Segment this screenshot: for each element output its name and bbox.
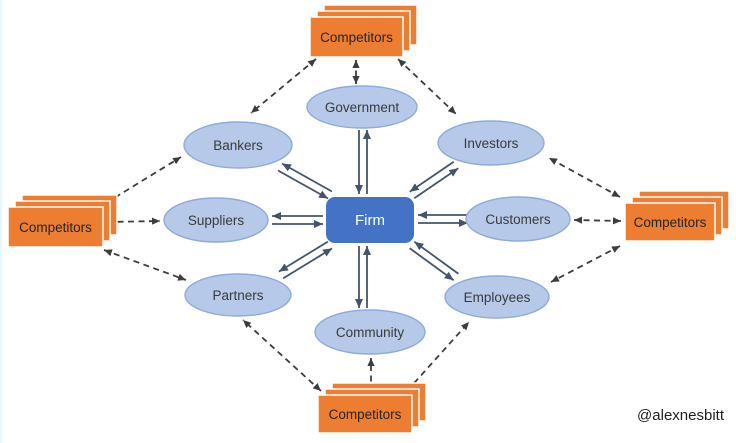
dashed-arrow-bottom-employees bbox=[406, 321, 470, 392]
competitors-top-stack-rect bbox=[309, 16, 404, 58]
community-ellipse bbox=[314, 309, 426, 355]
competitors-bottom-stack-rect bbox=[317, 394, 413, 434]
suppliers-label: Suppliers bbox=[188, 213, 245, 228]
employees-label: Employees bbox=[464, 290, 531, 305]
dashed-arrow-left-suppliers bbox=[106, 217, 161, 226]
competitors-right-stack-rect bbox=[624, 202, 716, 242]
dashed-arrow-left-bankers bbox=[105, 156, 182, 204]
competitors-bottom-label: Competitors bbox=[329, 407, 402, 422]
dashed-arrow-right-customers bbox=[573, 216, 622, 225]
competitors-right-label: Competitors bbox=[634, 215, 707, 230]
arrow-firm-to-employees bbox=[409, 247, 455, 281]
stakeholder-node-suppliers: Suppliers bbox=[163, 197, 269, 243]
customers-label: Customers bbox=[485, 212, 551, 227]
arrow-firm-to-bankers bbox=[281, 162, 333, 193]
competitors-left-stack-rect bbox=[7, 206, 104, 248]
competitors-node-left: Competitors bbox=[7, 194, 118, 248]
government-ellipse bbox=[306, 85, 418, 129]
stakeholder-node-government: Government bbox=[306, 85, 418, 129]
investors-label: Investors bbox=[464, 136, 519, 151]
firm-box bbox=[326, 197, 414, 243]
partners-ellipse bbox=[184, 273, 292, 317]
dashed-arrow-right-investors bbox=[548, 157, 621, 198]
bankers-label: Bankers bbox=[213, 138, 263, 153]
arrow-partners-to-firm bbox=[282, 247, 333, 280]
stakeholder-node-bankers: Bankers bbox=[183, 121, 293, 169]
dashed-arrow-right-employees bbox=[550, 245, 621, 283]
customers-ellipse bbox=[465, 196, 571, 242]
investors-ellipse bbox=[437, 120, 545, 166]
competitors-left-label: Competitors bbox=[19, 220, 92, 235]
dashed-arrow-bottom-partners bbox=[242, 319, 322, 392]
stakeholder-node-investors: Investors bbox=[437, 120, 545, 166]
arrow-firm-to-partners bbox=[278, 240, 329, 273]
arrow-firm-to-investors bbox=[413, 167, 459, 200]
watermark-handle: @alexnesbitt bbox=[637, 407, 725, 424]
firm-node: Firm bbox=[326, 197, 414, 243]
community-label: Community bbox=[336, 325, 405, 340]
stakeholder-node-community: Community bbox=[314, 309, 426, 355]
government-label: Government bbox=[325, 100, 400, 115]
competitors-node-right: Competitors bbox=[624, 190, 730, 242]
arrow-investors-to-firm bbox=[409, 160, 455, 193]
competitors-node-top: Competitors bbox=[309, 4, 418, 58]
arrow-employees-to-firm bbox=[413, 241, 459, 275]
bankers-ellipse bbox=[183, 121, 293, 169]
dashed-arrow-top-investors bbox=[397, 58, 457, 115]
stakeholder-node-employees: Employees bbox=[444, 275, 550, 319]
stakeholder-node-partners: Partners bbox=[184, 273, 292, 317]
competitors-top-label: Competitors bbox=[320, 30, 393, 45]
stakeholder-node-customers: Customers bbox=[465, 196, 571, 242]
suppliers-ellipse bbox=[163, 197, 269, 243]
partners-label: Partners bbox=[212, 288, 263, 303]
competitors-node-bottom: Competitors bbox=[317, 382, 427, 434]
dashed-arrow-top-bankers bbox=[250, 58, 317, 114]
employees-ellipse bbox=[444, 275, 550, 319]
firm-label: Firm bbox=[355, 212, 385, 229]
arrow-bankers-to-firm bbox=[277, 169, 329, 200]
dashed-arrow-left-partners bbox=[103, 249, 187, 281]
